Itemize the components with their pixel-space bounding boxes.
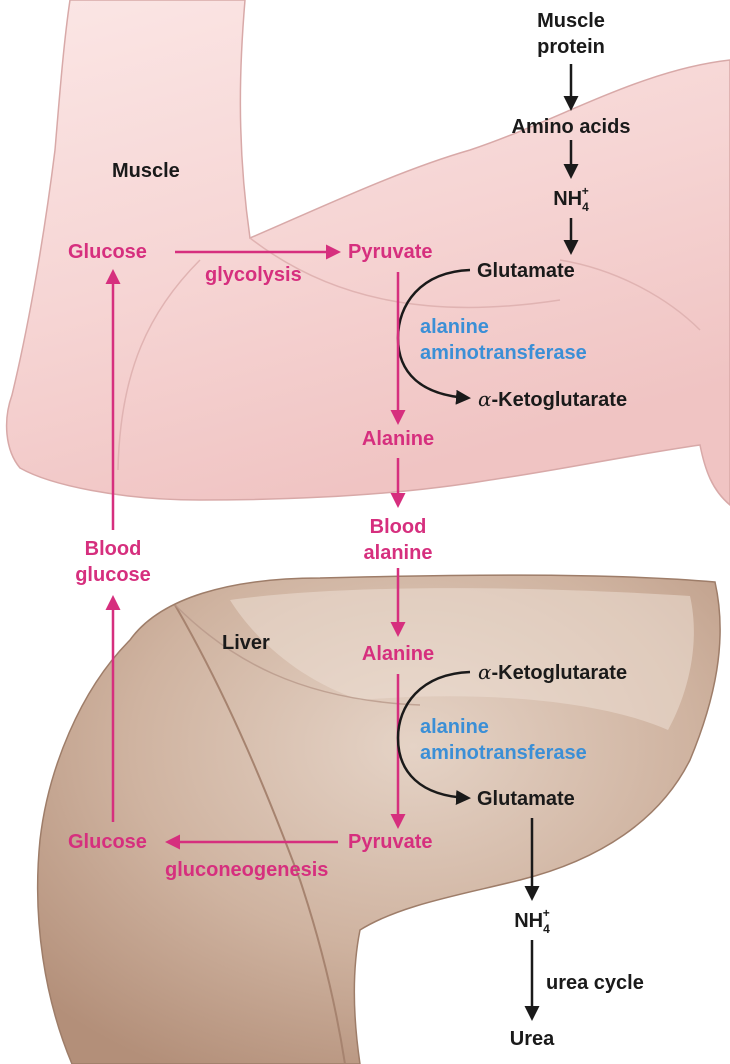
urea-cycle-label: urea cycle bbox=[546, 972, 644, 994]
muscle-alanine-label: Alanine bbox=[361, 428, 435, 450]
blood-glucose-label: Blood glucose bbox=[75, 538, 151, 586]
liver-lobe-highlight bbox=[230, 588, 694, 730]
muscle-glutamate-label: Glutamate bbox=[477, 260, 575, 282]
liver-glucose-label: Glucose bbox=[68, 831, 147, 853]
liver-glutamate-label: Glutamate bbox=[477, 788, 575, 810]
liver-enzyme-label: alanine aminotransferase bbox=[420, 716, 587, 764]
muscle-protein-label: Muscle protein bbox=[537, 10, 605, 58]
liver-ammonium-label: NH4+ bbox=[514, 906, 550, 936]
liver-lobe-fissure bbox=[174, 604, 346, 1064]
liver-alanine-label: Alanine bbox=[361, 643, 435, 665]
arrow-transamination-liver bbox=[396, 670, 471, 805]
muscle-enzyme-label: alanine aminotransferase bbox=[420, 316, 587, 364]
muscle-tissue-shape bbox=[5, 0, 730, 506]
muscle-pyruvate-label: Pyruvate bbox=[348, 241, 433, 263]
muscle-ketoglutarate-label: α-Ketoglutarate bbox=[478, 387, 628, 411]
urea-label: Urea bbox=[509, 1028, 555, 1050]
muscle-glucose-label: Glucose bbox=[68, 241, 147, 263]
liver-lobe-fissure bbox=[174, 604, 421, 706]
glycolysis-label: glycolysis bbox=[205, 264, 302, 286]
muscle-contour-line bbox=[559, 259, 701, 331]
liver-pyruvate-label: Pyruvate bbox=[348, 831, 433, 853]
gluconeogenesis-label: gluconeogenesis bbox=[165, 859, 329, 881]
liver-ketoglutarate-label: α-Ketoglutarate bbox=[478, 660, 628, 684]
muscle-ammonium-label: NH4+ bbox=[553, 184, 589, 214]
amino-acids-label: Amino acids bbox=[511, 116, 631, 138]
muscle-region-label: Muscle bbox=[112, 160, 180, 182]
muscle-contour-line bbox=[249, 237, 561, 309]
muscle-contour-line bbox=[117, 259, 201, 471]
blood-alanine-label: Blood alanine bbox=[363, 516, 433, 564]
liver-region-label: Liver bbox=[222, 632, 270, 654]
